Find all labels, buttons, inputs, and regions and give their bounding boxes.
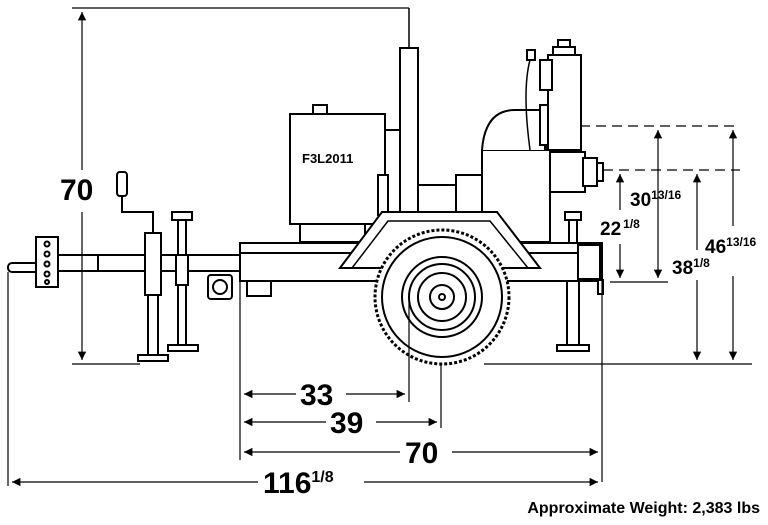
tongue-jack (116, 171, 169, 362)
overall-height-label: 70 (60, 174, 93, 207)
suction-height-label: 3013/16 (630, 188, 681, 211)
overall-length-label: 1161/8 (263, 467, 334, 500)
pump (481, 39, 604, 243)
length-70-label: 70 (405, 437, 438, 470)
mid-height-label: 381/8 (672, 256, 710, 279)
length-33-label: 33 (300, 379, 333, 412)
engine-model-label: F3L2011 (302, 151, 353, 166)
tongue-stand (167, 211, 199, 352)
wheel (373, 228, 511, 366)
engine (289, 104, 402, 243)
dimension-lines (7, 7, 752, 487)
top-height-label: 4613/16 (705, 235, 756, 258)
approximate-weight: Approximate Weight: 2,383 lbs (527, 500, 760, 517)
pump-trailer (7, 8, 604, 366)
length-39-label: 39 (330, 407, 363, 440)
rear-stand (556, 211, 590, 352)
